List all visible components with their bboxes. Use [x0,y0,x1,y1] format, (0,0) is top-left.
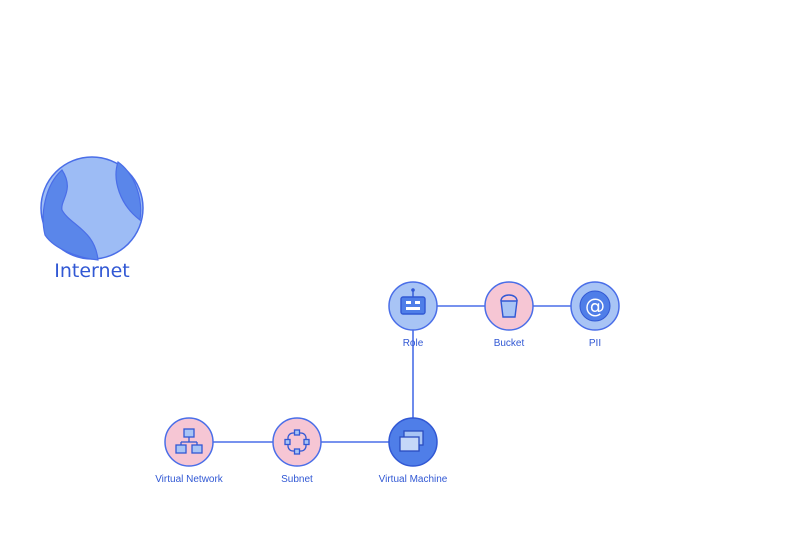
bucket-label: Bucket [493,338,525,349]
network-hierarchy-icon [175,428,203,454]
node-bucket[interactable] [484,281,534,331]
connection-edges [189,305,595,443]
node-subnet[interactable] [272,417,322,467]
globe-icon [40,156,144,261]
robot-icon [400,288,426,315]
virtual-machine-icon [399,430,424,452]
subnet-label: Subnet [281,474,313,485]
subnet-icon [284,429,310,455]
virtual-network-label: Virtual Network [155,474,223,485]
bucket-icon [500,294,518,318]
pii-label: PII [588,338,602,349]
at-sign-icon: @ [585,294,605,318]
node-virtual-network[interactable] [164,417,214,467]
node-pii[interactable]: @ [570,281,620,331]
internet-label: Internet [54,260,130,282]
node-role[interactable] [388,281,438,331]
role-label: Role [402,338,424,349]
node-virtual-machine[interactable] [388,417,438,467]
virtual-machine-label: Virtual Machine [378,474,448,485]
